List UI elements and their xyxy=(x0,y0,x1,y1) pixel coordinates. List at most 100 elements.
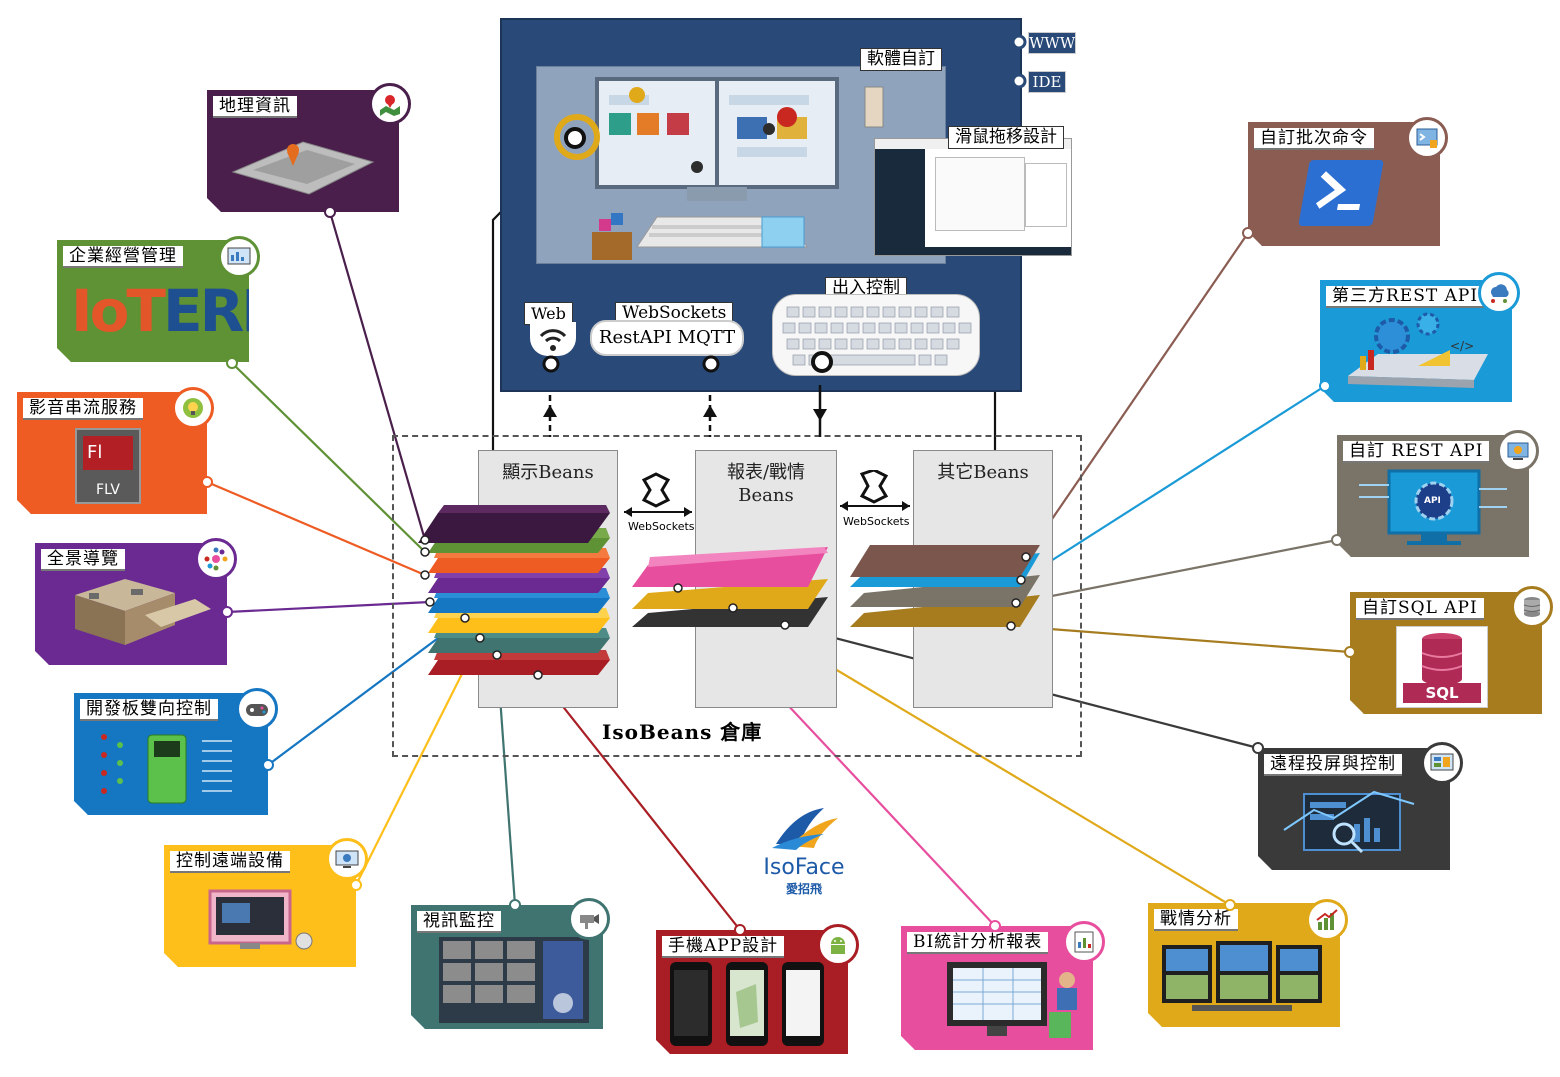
drag-design-label: 滑鼠拖移設計 xyxy=(948,126,1064,149)
card-battle-label: 戰情分析 xyxy=(1154,909,1238,931)
gamepad-icon xyxy=(246,704,268,716)
card-geo-badge xyxy=(369,83,411,125)
card-sqlapi[interactable]: 自訂SQL API SQL xyxy=(1350,592,1542,714)
card-battle-badge xyxy=(1306,899,1348,941)
card-media-badge xyxy=(172,387,214,429)
card-sqlapi-label: 自訂SQL API xyxy=(1356,598,1484,620)
card-screen-badge xyxy=(1421,742,1463,784)
keyboard-icon xyxy=(772,294,980,376)
smartphones-icon xyxy=(666,962,836,1046)
www-tab[interactable]: WWW xyxy=(1028,32,1076,54)
card-app-badge xyxy=(817,924,859,966)
card-restapi-label: 自訂 REST API xyxy=(1343,441,1489,463)
card-panorama-label: 全景導覽 xyxy=(41,549,125,571)
card-batch-badge xyxy=(1406,117,1448,159)
gears-code-icon: </> xyxy=(1338,310,1494,388)
isobeans-repository xyxy=(392,435,1082,757)
flv-label: FLV xyxy=(96,482,120,498)
card-erp-badge xyxy=(218,236,260,278)
3d-floorplan-icon xyxy=(65,575,215,651)
card-sqlapi-badge xyxy=(1511,586,1553,628)
io-arrows xyxy=(543,385,827,437)
card-batch-label: 自訂批次命令 xyxy=(1254,128,1374,150)
www-tab-label: WWW xyxy=(1029,34,1076,52)
dashboard-icon xyxy=(227,247,251,265)
ide-screenshot xyxy=(874,138,1072,256)
display-bean-layers xyxy=(418,505,610,675)
remote-monitor-icon xyxy=(335,850,359,868)
tab-connectors xyxy=(1011,34,1027,89)
card-devboard-label: 開發板雙向控制 xyxy=(80,699,218,721)
card-thirdrest-label: 第三方REST API xyxy=(1326,286,1484,308)
map-pin-icon xyxy=(380,95,400,116)
flv-file-icon: Fl FLV xyxy=(75,428,141,504)
svg-text:</>: </> xyxy=(1450,339,1474,353)
card-bi-label: BI統計分析報表 xyxy=(907,932,1048,954)
websocket-link-1-label: WebSockets xyxy=(628,520,695,533)
database-icon xyxy=(1523,597,1541,617)
monitor-remote-icon xyxy=(200,877,350,955)
report-beans-title: 報表/戰情 Beans xyxy=(726,462,806,506)
card-video-badge xyxy=(568,898,610,940)
rest-api-monitor-icon: API xyxy=(1355,467,1511,547)
network-circle-icon xyxy=(204,547,228,571)
isoface-subtitle: 愛招飛 xyxy=(785,882,822,896)
powershell-icon xyxy=(1298,160,1384,226)
card-geo-label: 地理資訊 xyxy=(213,96,297,118)
isoface-brand: IsoFace xyxy=(763,855,845,880)
bar-chart-icon xyxy=(1316,909,1338,930)
ide-tab-label: IDE xyxy=(1032,73,1062,91)
card-screen-label: 遠程投屏與控制 xyxy=(1264,754,1402,776)
card-app-label: 手機APP設計 xyxy=(662,936,784,958)
iot-logo-text: IoT xyxy=(71,277,163,345)
bi-report-monitor-icon xyxy=(943,958,1093,1042)
software-panel: 軟體自訂 滑鼠拖移設計 Web WebSockets RestAPI MQTT … xyxy=(500,18,1072,392)
team-design-illustration xyxy=(554,77,884,260)
websocket-links xyxy=(624,470,910,517)
card-devboard-badge xyxy=(236,688,278,730)
script-window-icon xyxy=(1416,128,1438,148)
card-devboard[interactable]: 開發板雙向控制 xyxy=(74,693,268,815)
display-beans-title: 顯示Beans xyxy=(502,462,594,483)
card-geo[interactable]: 地理資訊 xyxy=(207,90,399,212)
camera-icon xyxy=(580,914,599,929)
report-chart-icon xyxy=(1074,931,1094,953)
websocket-link-2-label: WebSockets xyxy=(843,515,910,528)
repository-label: IsoBeans 倉庫 xyxy=(602,720,763,744)
cast-dashboard-icon xyxy=(1430,753,1454,771)
ide-tab[interactable]: IDE xyxy=(1028,71,1066,93)
cctv-grid-icon xyxy=(439,937,589,1023)
android-icon xyxy=(831,937,845,954)
other-bean-layers xyxy=(850,545,1040,627)
card-video-label: 視訊監控 xyxy=(417,911,501,933)
isoface-mark-icon xyxy=(772,808,838,850)
report-bean-layers xyxy=(632,547,828,627)
card-media[interactable]: 影音串流服務 Fl FLV xyxy=(17,392,207,514)
card-bi-badge xyxy=(1063,921,1105,963)
isoface-logo: IsoFace 愛招飛 xyxy=(754,806,854,896)
card-erp-label: 企業經營管理 xyxy=(63,246,183,268)
screen-cast-icon xyxy=(1274,780,1434,860)
web-label: Web xyxy=(524,302,573,325)
software-custom-label: 軟體自訂 xyxy=(860,48,942,71)
sql-database-icon: SQL xyxy=(1396,626,1488,708)
card-bi[interactable]: BI統計分析報表 xyxy=(901,926,1093,1050)
flash-logo: Fl xyxy=(83,436,133,470)
card-video[interactable]: 視訊監控 xyxy=(411,905,603,1029)
card-panorama-badge xyxy=(195,538,237,580)
card-media-label: 影音串流服務 xyxy=(23,398,143,420)
panel-dots xyxy=(542,127,833,373)
sql-label: SQL xyxy=(1403,683,1481,703)
card-remote[interactable]: 控制遠端設備 xyxy=(164,845,356,967)
rest-mqtt-label: RestAPI MQTT xyxy=(590,320,744,356)
api-window-icon xyxy=(1507,442,1529,460)
bean-stacks xyxy=(418,505,1040,680)
other-beans-title: 其它Beans xyxy=(937,462,1029,483)
circuit-board-icon xyxy=(92,727,252,805)
lightbulb-gear-icon xyxy=(183,398,203,418)
card-app[interactable]: 手機APP設計 xyxy=(656,930,848,1054)
card-thirdrest-badge xyxy=(1478,272,1520,314)
card-restapi-badge xyxy=(1497,430,1539,472)
card-screen[interactable]: 遠程投屏與控制 xyxy=(1258,748,1450,870)
